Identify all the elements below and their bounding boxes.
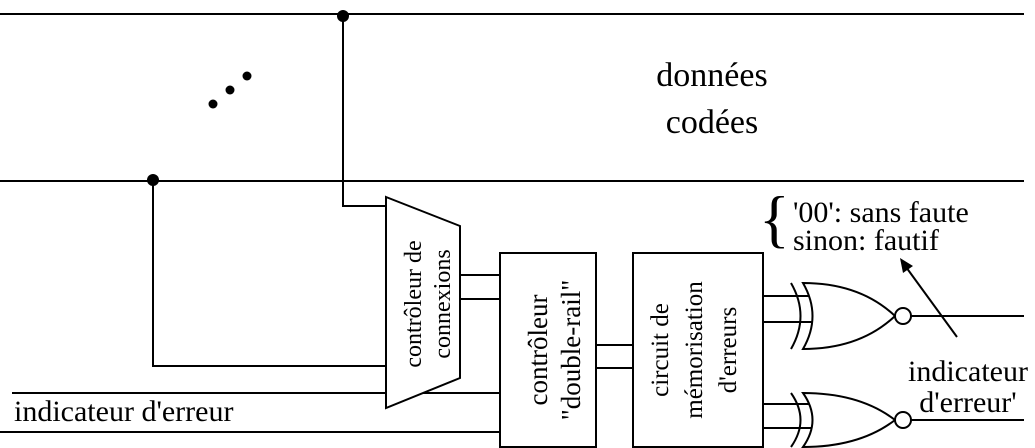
ellipsis-dots bbox=[208, 71, 252, 109]
double-rail-checker-block bbox=[499, 252, 597, 448]
ellipsis-dot bbox=[242, 71, 252, 81]
double-rail-checker-label-line2: "double-rail" bbox=[556, 280, 586, 421]
legend-line1: '00': sans faute bbox=[793, 196, 969, 229]
connection-checker-label-line1: contrôleur de bbox=[401, 240, 427, 367]
xnor-gate-extra-curve bbox=[790, 282, 802, 350]
xnor-gate-2 bbox=[790, 391, 912, 448]
legend-brace: { bbox=[759, 183, 790, 254]
xnor-gate-body bbox=[801, 391, 897, 448]
xnor-gate-bubble bbox=[894, 411, 912, 429]
xnor-gate-bubble bbox=[894, 307, 912, 325]
bus-tap-wire-bottom bbox=[152, 181, 387, 367]
xnor-gate-body bbox=[801, 281, 897, 351]
junction-dot-bottom bbox=[147, 174, 159, 186]
error-memory-label-line1: circuit de bbox=[647, 303, 674, 397]
legend-arrow-head bbox=[900, 258, 913, 273]
junction-dot-top bbox=[337, 10, 349, 22]
error-memory-label-line2: mémorisation bbox=[681, 281, 708, 419]
double-rail-checker-label-line1: contrôleur bbox=[523, 295, 553, 406]
connection-checker-block bbox=[385, 195, 461, 410]
xnor-gate-1 bbox=[790, 281, 912, 351]
bus-label-line1: données bbox=[656, 57, 767, 94]
legend-line2: sinon: fautif bbox=[793, 224, 939, 257]
error-memory-block bbox=[632, 252, 764, 448]
output-indicator-label-line1: indicateur bbox=[908, 355, 1028, 388]
legend-arrow-shaft bbox=[905, 266, 958, 338]
connection-checker-label-line2: connexions bbox=[430, 249, 456, 358]
bus-label-line2: codées bbox=[666, 104, 759, 141]
bus-tap-wire-top bbox=[342, 16, 387, 207]
xnor-gate-extra-curve bbox=[790, 392, 802, 448]
ellipsis-dot bbox=[208, 99, 218, 109]
ellipsis-dot bbox=[225, 85, 235, 95]
error-indicator-input-label: indicateur d'erreur bbox=[14, 395, 233, 428]
output-indicator-label-line2: d'erreur' bbox=[919, 386, 1016, 419]
error-memory-label-line3: d'erreurs bbox=[715, 307, 742, 393]
